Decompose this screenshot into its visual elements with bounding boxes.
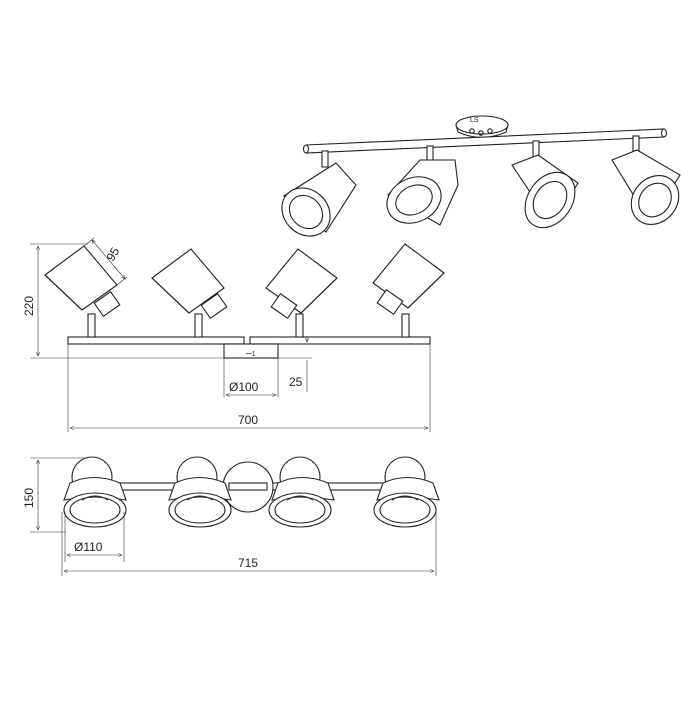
dim-label-100: Ø100 [229, 380, 259, 394]
dim-label-150: 150 [22, 488, 36, 508]
dim-length-700: 700 [67, 344, 431, 432]
dim-label-220: 220 [22, 296, 36, 316]
top-view: 150 Ø110 715 [22, 456, 440, 576]
base-marking: LS [470, 117, 479, 124]
perspective-spot-1 [281, 150, 357, 237]
perspective-spot-3 [511, 140, 579, 229]
top-spot-4 [373, 456, 440, 528]
dim-label-110: Ø110 [74, 540, 103, 554]
perspective-spot-4 [611, 135, 681, 225]
perspective-bar [302, 128, 668, 154]
top-spot-2 [168, 456, 232, 528]
perspective-spot-2 [386, 145, 459, 226]
dim-base-25: 25 [278, 336, 312, 392]
side-bar: ꟷ1 [67, 336, 431, 359]
dim-length-715: 715 [61, 512, 437, 576]
side-spot-2 [151, 248, 228, 338]
side-view: ꟷ1 [22, 237, 445, 432]
dim-label-715: 715 [238, 556, 258, 570]
dim-depth-150: 150 [22, 457, 88, 533]
top-spot-1 [63, 456, 127, 528]
perspective-view: LS [281, 115, 681, 237]
dim-label-25: 25 [289, 375, 303, 389]
side-spot-3 [265, 248, 338, 338]
side-spot-1 [44, 245, 121, 338]
dim-base-100: Ø100 [223, 358, 279, 397]
top-spot-3 [268, 456, 335, 528]
side-spot-4 [372, 243, 445, 338]
dim-shade-110: Ø110 [64, 512, 125, 562]
dim-label-95: 95 [103, 245, 122, 264]
svg-text:ꟷ1: ꟷ1 [246, 351, 256, 358]
perspective-canopy: LS [455, 115, 509, 139]
dim-label-700: 700 [238, 413, 258, 427]
dim-height-220: 220 [22, 243, 225, 359]
dim-shade-95: 95 [83, 237, 128, 286]
